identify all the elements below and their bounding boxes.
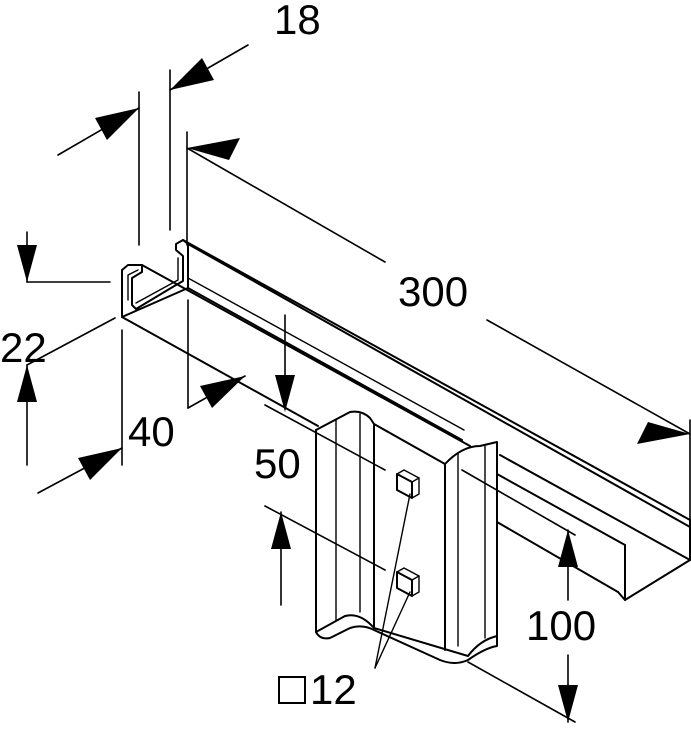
dimension-22-label: 22 [0, 324, 47, 371]
dimension-hole-12: 12 [278, 493, 411, 713]
dimension-22: 22 [0, 231, 116, 466]
square-hole-lower [396, 567, 420, 597]
dimension-18-label: 18 [274, 0, 321, 43]
dimension-50: 50 [254, 314, 386, 606]
dimension-50-label: 50 [254, 440, 301, 487]
dimension-40: 40 [37, 299, 246, 494]
dimension-40-label: 40 [128, 408, 175, 455]
bracket-plate [315, 410, 498, 664]
dimension-100-label: 100 [526, 602, 596, 649]
dimension-300-label: 300 [398, 268, 468, 315]
square-symbol-icon [278, 676, 306, 704]
dimension-300: 300 [186, 131, 691, 521]
dimension-18: 18 [57, 0, 321, 246]
dimension-hole-12-label: 12 [310, 666, 357, 713]
rail-profile [121, 239, 691, 601]
dimension-100: 100 [461, 469, 596, 723]
square-hole-upper [396, 469, 420, 499]
